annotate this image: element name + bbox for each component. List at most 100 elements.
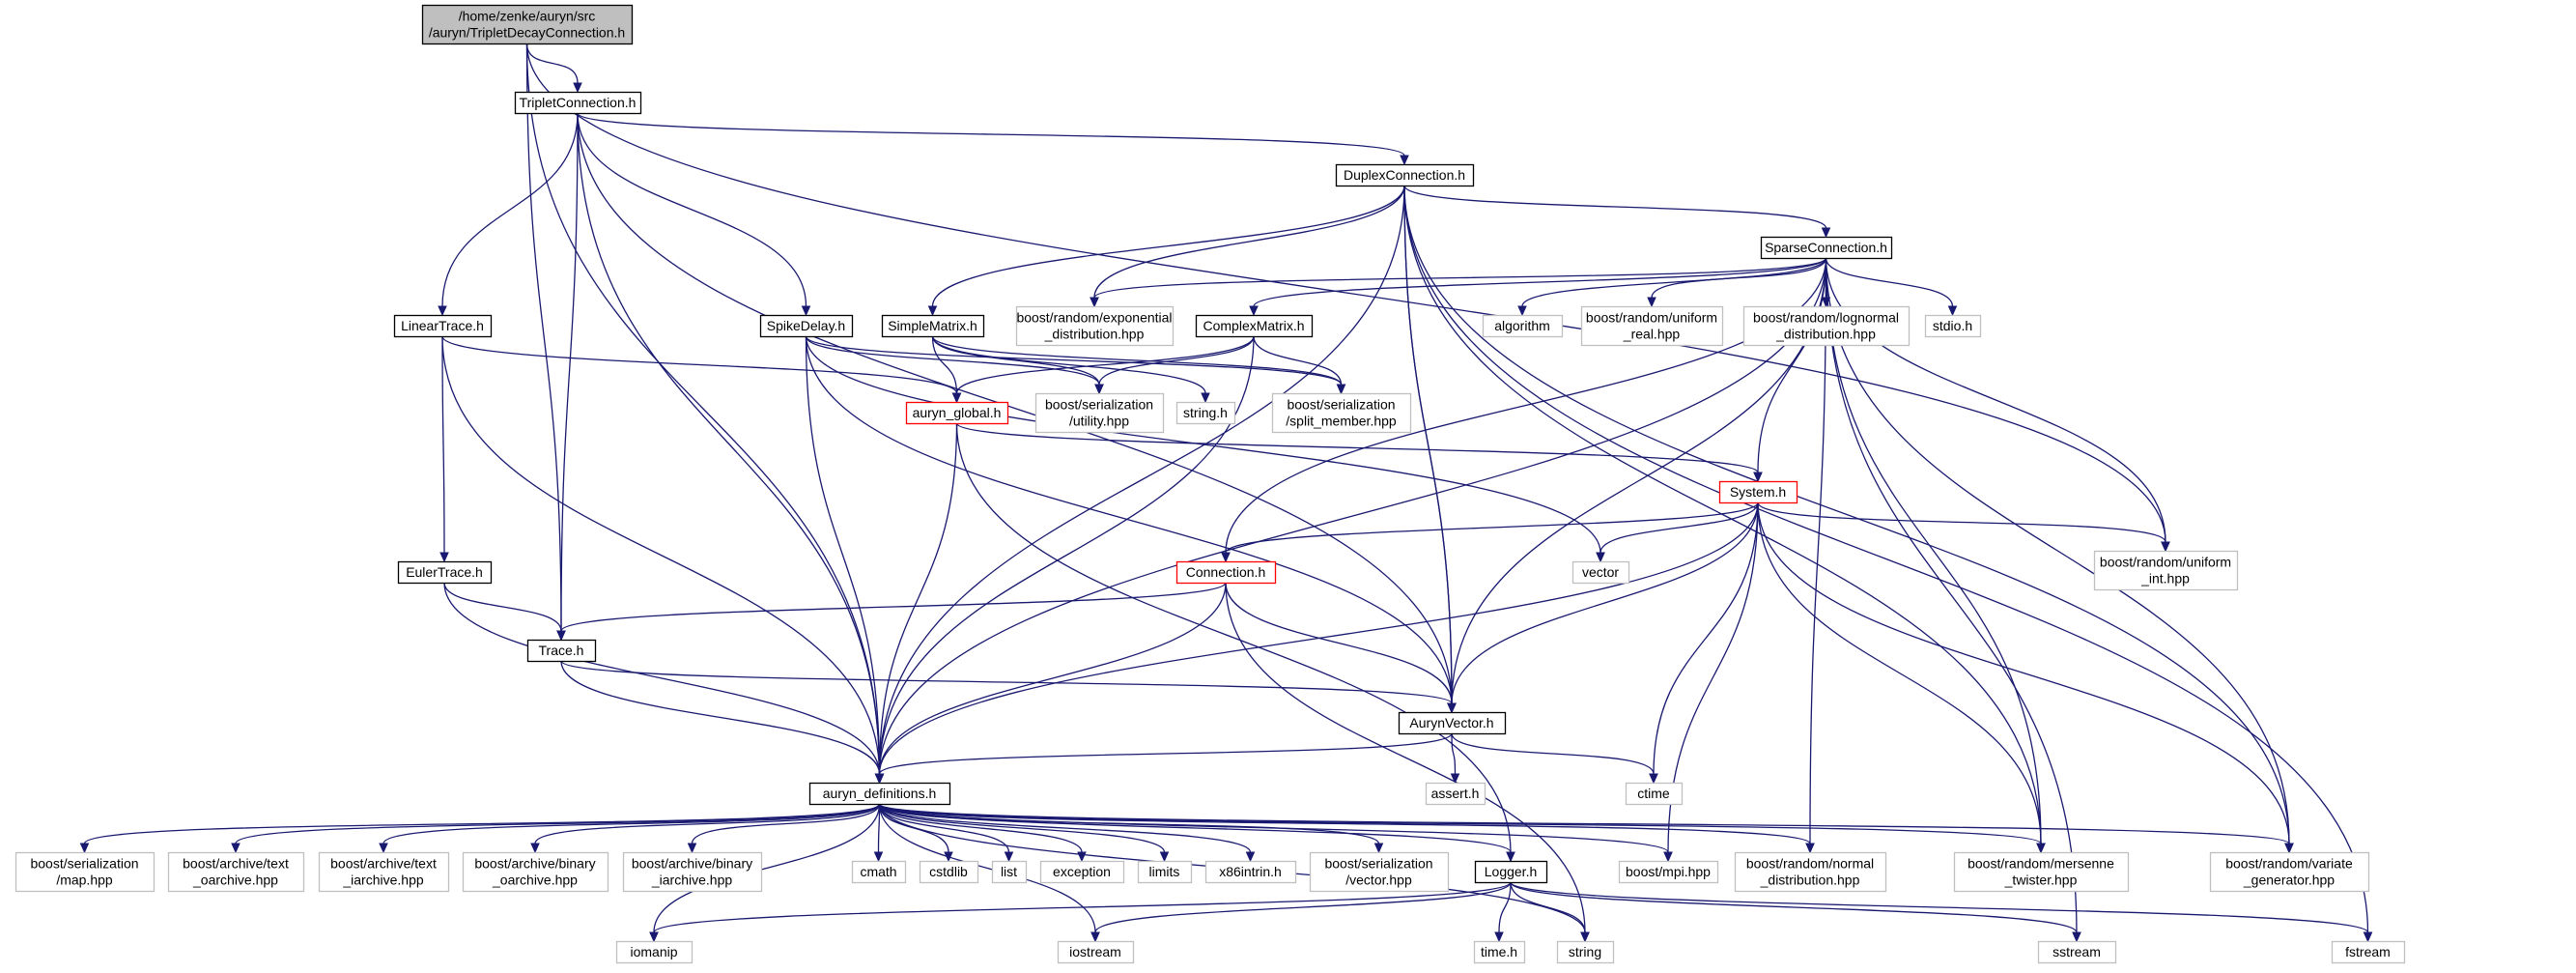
node-iomanip[interactable]: iomanip [615, 940, 694, 964]
node-box [526, 639, 597, 663]
node-list[interactable]: list [991, 860, 1028, 884]
node-box [1057, 940, 1135, 964]
node-stringh[interactable]: string.h [1175, 401, 1236, 425]
node-label: /vector.hpp [1345, 873, 1412, 888]
node-system[interactable]: System.h [1718, 480, 1798, 504]
node-uniformreal[interactable]: boost/random/uniform_real.hpp [1580, 305, 1724, 347]
node-label: _generator.hpp [2243, 873, 2335, 888]
node-x86intrin[interactable]: x86intrin.h [1204, 860, 1297, 884]
node-normal[interactable]: boost/random/normal_distribution.hpp [1734, 851, 1887, 893]
node-boostexp[interactable]: boost/random/exponential_distribution.hp… [1015, 305, 1175, 347]
node-box [1618, 860, 1719, 884]
edge-line [878, 422, 958, 775]
node-lognormal[interactable]: boost/random/lognormal_distribution.hpp [1742, 305, 1911, 347]
edge-line [1825, 257, 2166, 543]
node-asserth[interactable]: assert.h [1425, 782, 1486, 806]
node-ctime[interactable]: ctime [1625, 782, 1684, 806]
node-iostream[interactable]: iostream [1057, 940, 1135, 964]
node-aurynvector[interactable]: AurynVector.h [1398, 711, 1507, 735]
node-algorithm[interactable]: algorithm [1482, 314, 1564, 338]
edge-line [525, 43, 881, 775]
node-vector[interactable]: vector [1571, 560, 1630, 585]
node-label: algorithm [1494, 318, 1550, 333]
node-label: /auryn/TripletDecayConnection.h [429, 25, 625, 41]
node-textoarchive[interactable]: boost/archive/text_oarchive.hpp [167, 851, 305, 893]
edge-arrowhead [2363, 931, 2373, 943]
node-label: SimpleMatrix.h [888, 318, 977, 333]
node-mersenne[interactable]: boost/random/mersenne_twister.hpp [1953, 851, 2130, 893]
node-box [1398, 711, 1507, 735]
node-simplematrix[interactable]: SimpleMatrix.h [881, 314, 985, 338]
edge-arrowhead [1506, 851, 1515, 863]
node-layer: /home/zenke/auryn/src/auryn/TripletDecay… [14, 4, 2406, 964]
node-fstream[interactable]: fstream [2331, 940, 2406, 964]
node-cstdlib[interactable]: cstdlib [919, 860, 979, 884]
edge-line [577, 112, 881, 775]
edge-line [1094, 881, 1512, 933]
node-label: boost/archive/text [330, 856, 437, 872]
node-defs[interactable]: auryn_definitions.h [808, 782, 951, 806]
node-eulertrace[interactable]: EulerTrace.h [397, 560, 493, 585]
edge-eulertrace-defs [443, 582, 885, 785]
node-textiarchive[interactable]: boost/archive/text_iarchive.hpp [318, 851, 450, 893]
node-binoarchive[interactable]: boost/archive/binary_oarchive.hpp [462, 851, 609, 893]
node-biniarchive[interactable]: boost/archive/binary_iarchive.hpp [622, 851, 763, 893]
node-label: TripletConnection.h [520, 95, 637, 110]
node-timeh[interactable]: time.h [1473, 940, 1526, 964]
edge-eulertrace-trace [443, 582, 566, 642]
edge-defs-biniarchive [687, 803, 881, 854]
node-sermap[interactable]: boost/serialization/map.hpp [14, 851, 156, 893]
edge-line [878, 732, 1453, 775]
edge-sparse-stdio [1825, 257, 1958, 317]
node-aurynglobal[interactable]: auryn_global.h [905, 401, 1009, 425]
node-label: _oarchive.hpp [492, 873, 578, 888]
node-label: boost/random/variate [2225, 856, 2353, 872]
node-box [881, 314, 985, 338]
node-uniformint[interactable]: boost/random/uniform_int.hpp [2093, 550, 2239, 591]
node-variate[interactable]: boost/random/variate_generator.hpp [2209, 851, 2370, 893]
edge-sparse-uniformint [1825, 257, 2170, 553]
node-cmath[interactable]: cmath [851, 860, 907, 884]
edge-line [1653, 501, 1759, 775]
node-serutility[interactable]: boost/serialization/utility.hpp [1034, 392, 1165, 434]
node-complexmatrix[interactable]: ComplexMatrix.h [1195, 314, 1314, 338]
node-label: AurynVector.h [1409, 715, 1493, 730]
node-triplet[interactable]: TripletConnection.h [514, 91, 642, 115]
node-string[interactable]: string [1556, 940, 1615, 964]
node-label: _distribution.hpp [1775, 327, 1876, 342]
node-label: auryn_definitions.h [823, 786, 937, 801]
edge-line [878, 803, 1811, 844]
edge-line [560, 112, 579, 632]
edge-line [1757, 501, 2166, 543]
edge-arrowhead [2036, 843, 2046, 854]
node-box [851, 860, 907, 884]
edge-line [1225, 582, 1453, 704]
node-stdio[interactable]: stdio.h [1924, 314, 1982, 338]
node-servector[interactable]: boost/serialization/vector.hpp [1309, 851, 1450, 893]
node-duplex[interactable]: DuplexConnection.h [1335, 163, 1475, 187]
node-spikedelay[interactable]: SpikeDelay.h [759, 314, 854, 338]
node-label: string [1569, 944, 1601, 959]
node-mpi[interactable]: boost/mpi.hpp [1618, 860, 1719, 884]
edge-arrowhead [1373, 843, 1384, 854]
edge-system-ctime [1649, 501, 1759, 785]
node-trace[interactable]: Trace.h [526, 639, 597, 663]
edge-line [1510, 881, 2078, 933]
node-label: limits [1149, 864, 1180, 879]
node-box [1175, 560, 1277, 585]
edge-sparse-uniformreal [1647, 257, 1827, 308]
node-root[interactable]: /home/zenke/auryn/src/auryn/TripletDecay… [421, 4, 634, 45]
edge-line [441, 335, 881, 775]
node-splitmember[interactable]: boost/serialization/split_member.hpp [1271, 392, 1412, 434]
node-logger[interactable]: Logger.h [1474, 860, 1548, 884]
node-exception[interactable]: exception [1039, 860, 1125, 884]
node-sstream[interactable]: sstream [2037, 940, 2117, 964]
node-label: assert.h [1431, 786, 1480, 801]
node-box [1625, 782, 1684, 806]
node-connection[interactable]: Connection.h [1175, 560, 1277, 585]
node-sparse[interactable]: SparseConnection.h [1760, 236, 1893, 260]
node-lineartrace[interactable]: LinearTrace.h [393, 314, 493, 338]
node-limits[interactable]: limits [1137, 860, 1193, 884]
edge-duplex-simplematrix [927, 185, 1405, 317]
node-label: _distribution.hpp [1044, 327, 1145, 342]
